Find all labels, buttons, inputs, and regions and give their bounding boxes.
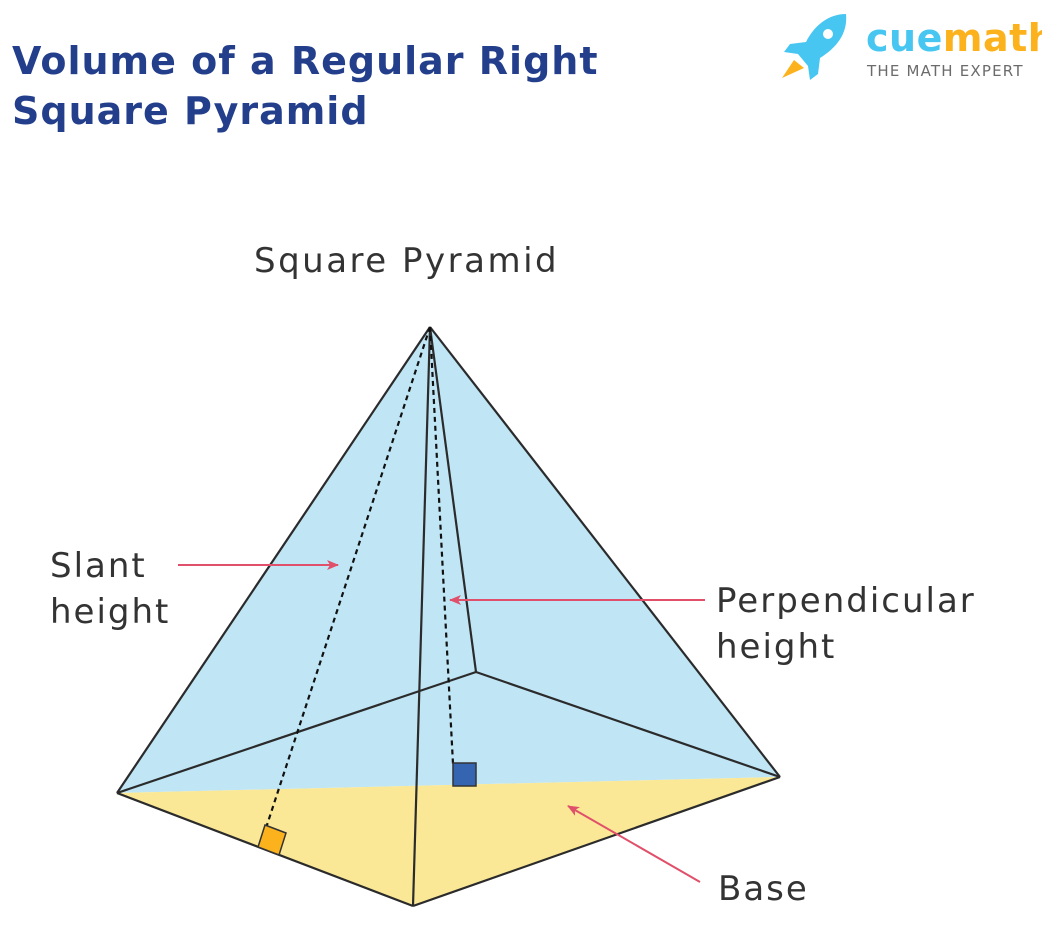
diagram-heading: Square Pyramid [254, 241, 560, 281]
base-label: Base [718, 869, 809, 909]
rocket-icon [782, 14, 847, 80]
page-title: Volume of a Regular Right Square Pyramid [12, 36, 598, 136]
title-line-2: Square Pyramid [12, 89, 369, 133]
slant-height-label: Slant height [50, 543, 170, 635]
slant-label-line-1: Slant [50, 546, 147, 586]
base-face [117, 777, 780, 906]
brand-name: cuemath [866, 16, 1042, 60]
perpendicular-height-label: Perpendicular height [716, 578, 976, 670]
brand-tagline: THE MATH EXPERT [867, 62, 1024, 80]
perp-label-line-1: Perpendicular [716, 581, 976, 621]
lateral-faces [117, 327, 780, 793]
perp-label-line-2: height [716, 627, 837, 667]
right-angle-slant-marker [257, 824, 287, 856]
right-angle-perp-marker [452, 762, 477, 787]
cuemath-logo: cuemath THE MATH EXPERT [776, 8, 1042, 88]
perpendicular-height-line [428, 326, 455, 765]
title-line-1: Volume of a Regular Right [12, 39, 599, 83]
slant-label-line-2: height [50, 592, 171, 632]
brand-math: math [942, 16, 1042, 60]
base-arrow [567, 805, 701, 883]
brand-cue: cue [866, 16, 943, 60]
slant-height-line [264, 326, 432, 829]
dotted-heights [264, 326, 455, 829]
